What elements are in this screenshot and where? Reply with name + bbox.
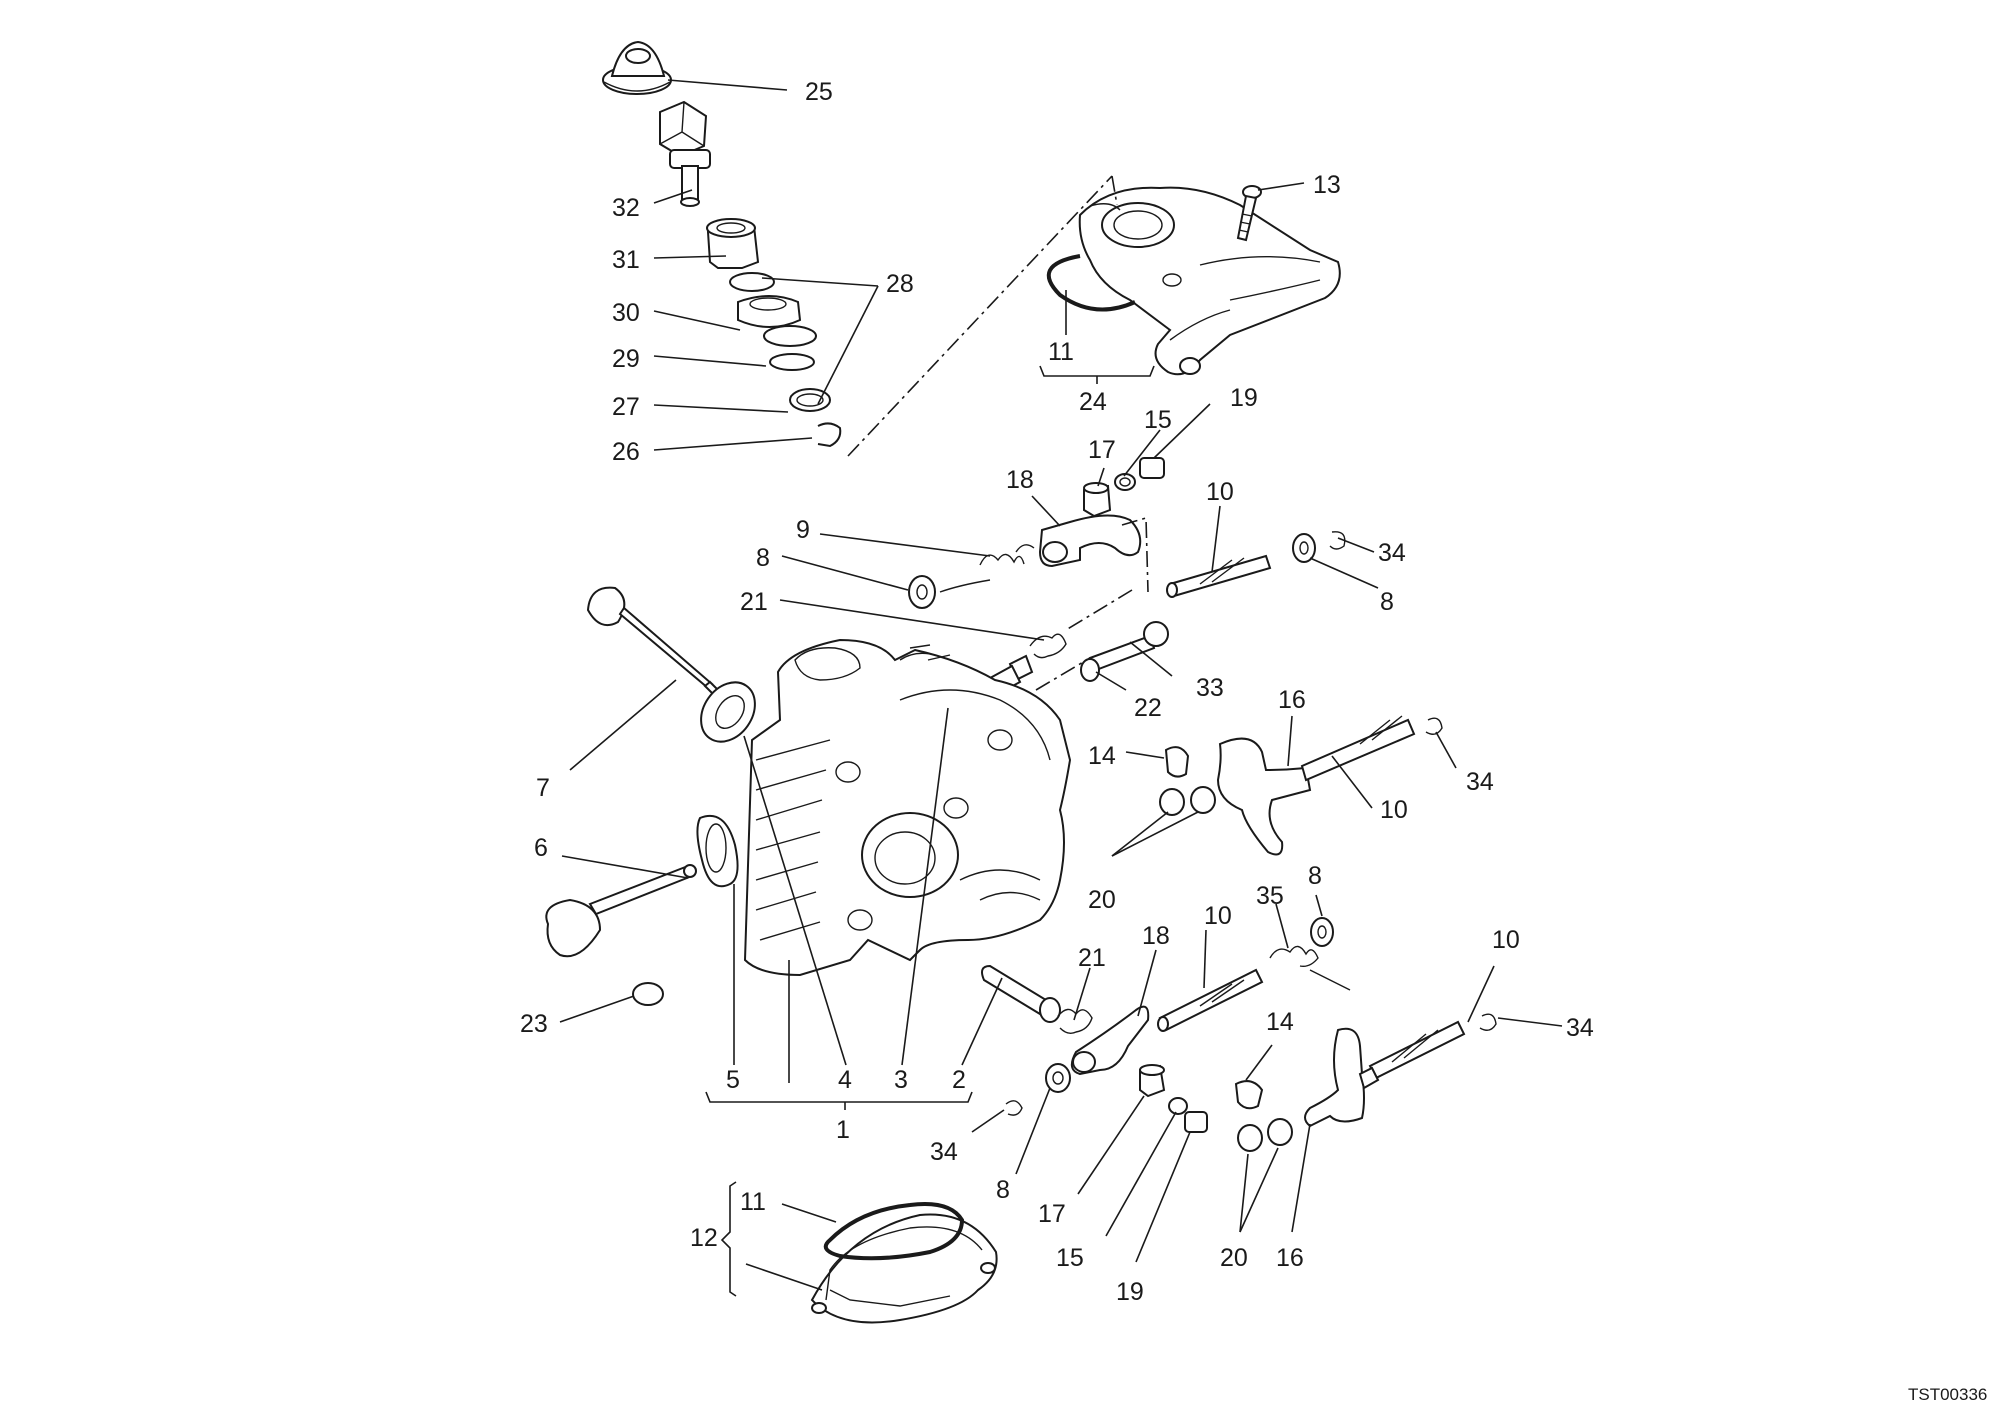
part-guide-ring — [700, 681, 756, 743]
callout-34-lower-left: 34 — [930, 1138, 958, 1166]
callout-16-lower: 16 — [1276, 1244, 1304, 1272]
part-upper-rocker-group — [1038, 457, 1165, 568]
callout-23: 23 — [520, 1010, 548, 1038]
callout-8-lower: 8 — [996, 1176, 1010, 1204]
part-sleeve-31 — [706, 218, 760, 269]
callout-11-upper: 11 — [1048, 338, 1074, 366]
callout-7: 7 — [536, 774, 550, 802]
callout-30: 30 — [612, 299, 640, 327]
callout-18-lower: 18 — [1142, 922, 1170, 950]
callout-10-lower: 10 — [1492, 926, 1520, 954]
leader-lines — [559, 79, 1563, 1297]
callout-21-lower: 21 — [1078, 944, 1106, 972]
callout-12: 12 — [690, 1224, 718, 1252]
callout-6: 6 — [534, 834, 548, 862]
centerlines — [847, 175, 1149, 691]
callout-15-upper: 15 — [1144, 406, 1172, 434]
callout-8-upper-right: 8 — [1380, 588, 1394, 616]
callout-10-upper: 10 — [1206, 478, 1234, 506]
part-bracket-24 — [1078, 186, 1341, 376]
callout-24: 24 — [1079, 388, 1107, 416]
image-code: TST00336 — [1908, 1385, 1987, 1404]
callout-20-lower: 20 — [1220, 1244, 1248, 1272]
callout-4: 4 — [838, 1066, 852, 1094]
callout-5: 5 — [726, 1066, 740, 1094]
callout-14-lower: 14 — [1266, 1008, 1294, 1036]
callout-15-lower: 15 — [1056, 1244, 1084, 1272]
callout-18-upper: 18 — [1006, 466, 1034, 494]
callout-2: 2 — [952, 1066, 966, 1094]
part-seat-ring-5 — [696, 814, 739, 888]
callout-13: 13 — [1313, 171, 1341, 199]
callout-34-upper: 34 — [1378, 539, 1406, 567]
callout-8-mid: 8 — [1308, 862, 1322, 890]
part-cylinder-head-1 — [743, 638, 1072, 977]
callout-28: 28 — [886, 270, 914, 298]
callout-34-mid: 34 — [1466, 768, 1494, 796]
callout-25: 25 — [805, 78, 833, 106]
part-shaft-10-lower — [1368, 1013, 1497, 1080]
part-plug-23 — [632, 982, 664, 1006]
callout-19-upper: 19 — [1230, 384, 1258, 412]
part-flange-12 — [810, 1202, 998, 1324]
part-rocker-16-mid — [1159, 715, 1443, 856]
callout-33: 33 — [1196, 674, 1224, 702]
part-sensor-32 — [659, 100, 711, 207]
callout-16-mid: 16 — [1278, 686, 1306, 714]
part-shaft-10-mid — [1157, 917, 1351, 1032]
callout-26: 26 — [612, 438, 640, 466]
part-oring-11-upper — [1046, 254, 1136, 312]
callout-32: 32 — [612, 194, 640, 222]
callout-17-upper: 17 — [1088, 436, 1116, 464]
callout-8-upper-left: 8 — [756, 544, 770, 572]
part-valve-7 — [586, 586, 722, 699]
part-cap-25 — [602, 40, 672, 95]
callout-10-mid: 10 — [1204, 902, 1232, 930]
callout-35: 35 — [1256, 882, 1284, 910]
callout-21-upper: 21 — [740, 588, 768, 616]
callout-20-mid: 20 — [1088, 886, 1116, 914]
part-rocker-16-lower — [1234, 1027, 1380, 1152]
callout-14-mid: 14 — [1088, 742, 1116, 770]
part-shaft-10-upper — [1166, 531, 1346, 598]
part-ring-stack — [729, 272, 842, 448]
part-lower-rocker-group — [981, 964, 1150, 1076]
callout-1: 1 — [836, 1116, 850, 1144]
callout-29: 29 — [612, 345, 640, 373]
part-lower-small-group — [1005, 1063, 1208, 1133]
callout-9: 9 — [796, 516, 810, 544]
part-valve-6 — [545, 864, 697, 958]
callout-27: 27 — [612, 393, 640, 421]
part-screw-13 — [1236, 185, 1262, 242]
part-spring-9 — [908, 544, 1035, 609]
callout-11-lower: 11 — [740, 1188, 766, 1216]
callout-34-lower-right: 34 — [1566, 1014, 1594, 1042]
callout-31: 31 — [612, 246, 640, 274]
callouts: 25 32 31 30 29 28 27 26 13 11 24 19 15 1… — [520, 78, 1594, 1306]
callout-22: 22 — [1134, 694, 1162, 722]
callout-19-lower: 19 — [1116, 1278, 1144, 1306]
callout-3: 3 — [894, 1066, 908, 1094]
callout-17-lower: 17 — [1038, 1200, 1066, 1228]
callout-10-mid-right: 10 — [1380, 796, 1408, 824]
